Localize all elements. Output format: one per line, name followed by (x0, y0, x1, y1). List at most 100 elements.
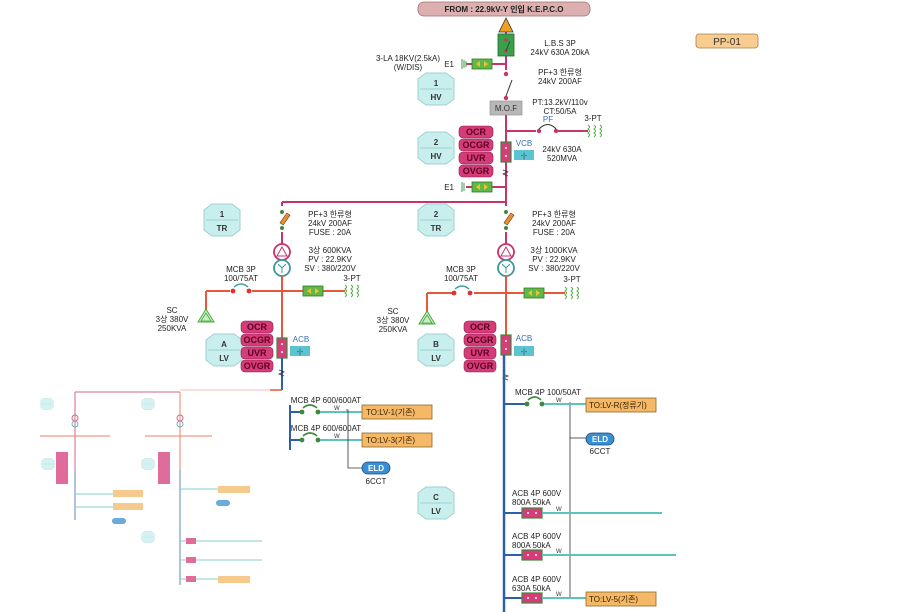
lv-a-hex: A LV (205, 333, 243, 367)
relay-uvr[interactable]: UVR (458, 151, 494, 165)
relay-ovgr[interactable]: OVGR (458, 164, 494, 178)
svg-text:OCR: OCR (247, 322, 268, 332)
svg-text:OCGR: OCGR (467, 335, 495, 345)
tr1-transformer-icon[interactable] (273, 243, 291, 277)
relay-ovgr[interactable]: OVGR (463, 359, 497, 373)
lv-a-feeder-2[interactable]: W TO:LV-3(기존) (290, 432, 433, 448)
tr2-pt-label: 3-PT (563, 275, 580, 284)
tr1-sc-capacitor-icon[interactable] (197, 308, 215, 323)
hex-2-hv: 2 HV (417, 131, 455, 165)
tr1-fuse[interactable] (276, 206, 291, 232)
mof-ct: CT:50/5A (544, 107, 578, 116)
panel-id: PP-01 (713, 37, 741, 48)
tr1-acb[interactable] (276, 337, 288, 359)
vcb-indicator[interactable]: -|- (514, 150, 534, 160)
la-label-1: 3-LA 18KV(2.5kA) (376, 54, 440, 63)
source-banner: FROM : 22.9kV-Y 인입 K.E.P.C.O (417, 1, 591, 17)
tr2-mcb[interactable] (451, 285, 474, 298)
tr2-spec-2: PV : 22.9KV (532, 255, 576, 264)
feeder-b3-breaker-1: ACB 4P 600V (512, 532, 562, 541)
tr2-pt-fuse[interactable] (523, 287, 545, 299)
eld-b[interactable]: ELD (585, 432, 615, 446)
tr1-sc-2: 3상 380V (156, 314, 189, 324)
tr1-spec-1: 3상 600KVA (309, 245, 352, 255)
relay-ocgr[interactable]: OCGR (240, 333, 274, 347)
svg-text:OCR: OCR (466, 127, 487, 137)
eld-b-sub: 6CCT (590, 447, 611, 456)
tr1-secondary-lines (205, 276, 345, 338)
svg-text:W: W (334, 434, 340, 440)
feeder-b2-breaker-2: 800A 50kA (512, 498, 551, 507)
tr1-pf-3: FUSE : 20A (309, 228, 352, 237)
lbs-label-1: L.B.S 3P (544, 39, 576, 48)
relay-ocr[interactable]: OCR (458, 125, 494, 139)
svg-text:A: A (221, 340, 227, 349)
feeder-a1-tag: TO:LV-1(기존) (366, 408, 415, 417)
svg-text:TR: TR (217, 224, 228, 233)
lv-b-feeder-1[interactable]: W TO:LV-R(정류기) (504, 396, 657, 413)
vcb-rating-2: 520MVA (547, 154, 578, 163)
panel-id-tag[interactable]: PP-01 (695, 33, 759, 49)
svg-text:HV: HV (430, 152, 442, 161)
svg-text:W: W (556, 398, 562, 404)
feeder-a2-tag: TO:LV-3(기존) (366, 436, 415, 445)
pt-coil-icon (587, 124, 602, 138)
tr2-acb-indicator[interactable]: -|- (514, 346, 534, 356)
relay-uvr[interactable]: UVR (463, 346, 497, 360)
svg-text:-|-: -|- (297, 349, 304, 356)
relay-uvr[interactable]: UVR (240, 346, 274, 360)
tr2-pf-3: FUSE : 20A (533, 228, 576, 237)
tr1-ct-icon (277, 369, 286, 377)
pf-main-switch[interactable] (500, 70, 513, 104)
lbs-switch[interactable] (497, 33, 515, 57)
tr2-sc-capacitor-icon[interactable] (418, 310, 436, 325)
tr2-transformer-icon[interactable] (497, 243, 515, 277)
tr2-acb[interactable] (500, 334, 512, 356)
lv-b-feeder-3[interactable]: W (504, 549, 676, 561)
tr2-hex: 2 TR (417, 203, 455, 237)
tr1-pt-fuse[interactable] (302, 285, 324, 297)
lv-b-feeder-2[interactable]: W (504, 507, 662, 519)
pt-branch[interactable] (506, 124, 588, 138)
overview-thumbnail[interactable] (8, 388, 270, 588)
tr1-mcb[interactable] (228, 283, 254, 296)
incoming-arrow-icon (498, 17, 514, 33)
tr1-mcb-2: 100/75AT (224, 274, 258, 283)
svg-text:B: B (433, 340, 439, 349)
vcb-rating-1: 24kV 630A (542, 145, 582, 154)
eld-a-wire (346, 409, 362, 469)
tr1-acb-indicator[interactable]: -|- (290, 346, 310, 356)
ground-branch-2[interactable] (461, 181, 506, 193)
relay-ocr[interactable]: OCR (240, 320, 274, 334)
svg-text:OVGR: OVGR (463, 166, 490, 176)
svg-text:TR: TR (431, 224, 442, 233)
tr2-mcb-1: MCB 3P (446, 265, 476, 274)
tr2-pf-1: PF+3 한류형 (532, 210, 576, 219)
lv-b-feeder-4[interactable]: W TO:LV-5(기존) (504, 591, 657, 607)
relay-ocr[interactable]: OCR (463, 320, 497, 334)
relay-ocgr[interactable]: OCGR (458, 138, 494, 152)
la-label-2: (W/DIS) (394, 63, 423, 72)
tr2-fuse[interactable] (500, 206, 515, 232)
vcb-breaker[interactable] (500, 141, 512, 163)
feeder-b4-breaker-2: 630A 50kA (512, 584, 551, 593)
lv-c-hex: C LV (417, 486, 455, 520)
relay-ocgr[interactable]: OCGR (463, 333, 497, 347)
svg-text:-|-: -|- (521, 349, 528, 356)
mof-pt: PT:13.2kV/110v (532, 98, 587, 107)
ct-icon (501, 169, 510, 177)
tr2-mcb-2: 100/75AT (444, 274, 478, 283)
lv-b-hex: B LV (417, 333, 455, 367)
mof-box[interactable]: M.O.F (489, 100, 523, 116)
relay-ovgr[interactable]: OVGR (240, 359, 274, 373)
lv-a-feeder-1[interactable]: W TO:LV-1(기존) (290, 404, 433, 420)
eld-a[interactable]: ELD (361, 461, 391, 475)
feeder-b1-breaker: MCB 4P 100/50AT (515, 388, 581, 397)
la-branch[interactable] (461, 58, 506, 70)
svg-text:2: 2 (434, 138, 439, 147)
svg-text:ELD: ELD (368, 464, 384, 473)
svg-text:OCR: OCR (470, 322, 491, 332)
feeder-b1-tag: TO:LV-R(정류기) (589, 400, 647, 410)
svg-text:W: W (556, 592, 562, 598)
svg-text:OCGR: OCGR (463, 140, 491, 150)
